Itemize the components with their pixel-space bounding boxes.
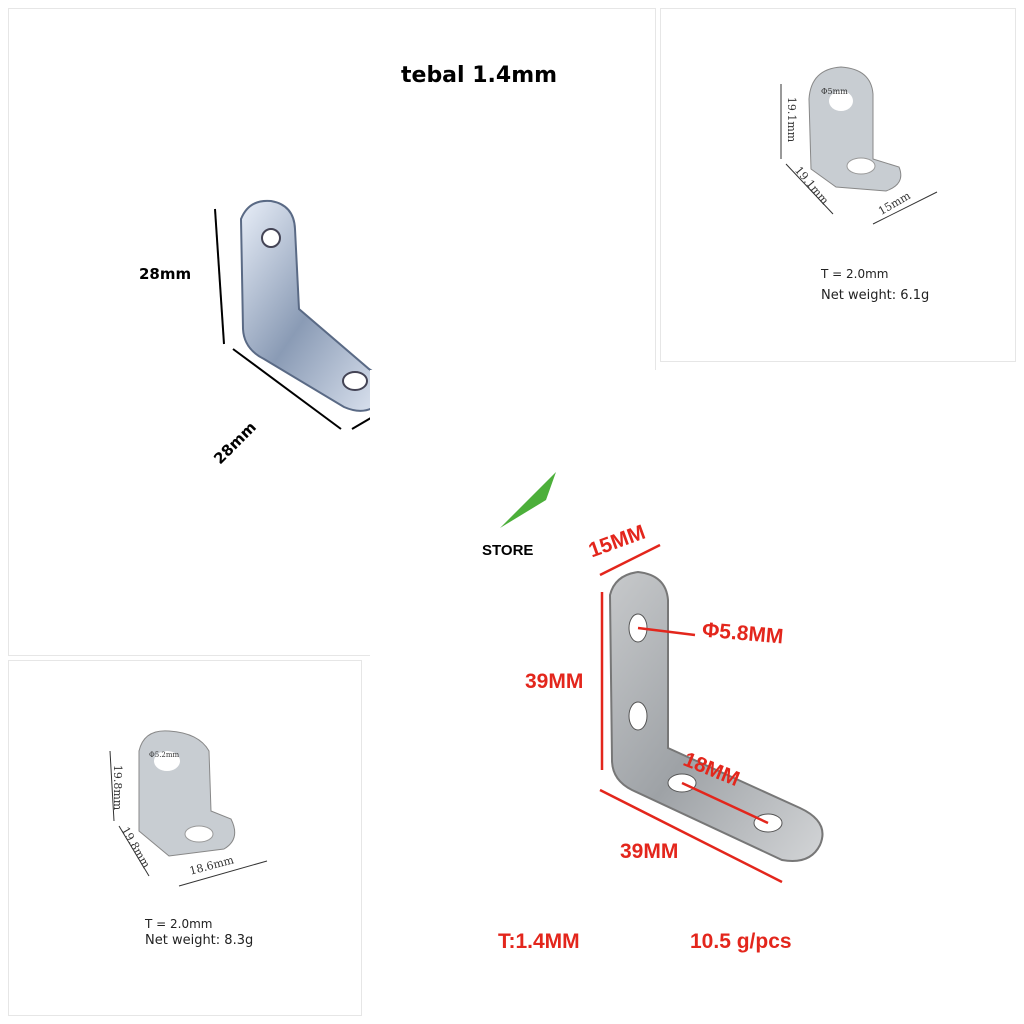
- bracket-drawing-19-8mm: [109, 730, 268, 887]
- length-label: 39MM: [620, 840, 679, 863]
- product-image-top-right: Φ5mm 19.1mm 19.1mm 15mm T = 2.0mm Net we…: [660, 8, 1016, 362]
- product-image-bottom-left: Φ5.2mm 19.8mm 19.8mm 18.6mm T = 2.0mm Ne…: [8, 660, 362, 1016]
- thickness-title: tebal 1.4mm: [401, 63, 558, 88]
- thickness-spec: T = 2.0mm: [145, 917, 213, 931]
- store-label: STORE: [482, 542, 534, 559]
- height-label: 19.8mm: [111, 764, 125, 811]
- product-image-top-left: tebal 1.4mm 28mm 28mm 12mm: [8, 8, 656, 656]
- thickness-spec: T = 2.0mm: [821, 267, 889, 281]
- height-label: 28mm: [139, 265, 192, 283]
- weight-spec: 10.5 g/pcs: [690, 930, 792, 953]
- bracket-drawing-28mm: [214, 199, 418, 430]
- hole-label: Φ5.2mm: [149, 751, 180, 759]
- hole-label: Φ5mm: [821, 87, 848, 96]
- bracket-drawing-39mm: [500, 472, 824, 884]
- height-label: 19.1mm: [785, 96, 799, 143]
- bracket-drawing-19mm: [780, 66, 938, 225]
- thickness-spec: T:1.4MM: [498, 930, 580, 953]
- weight-spec: Net weight: 6.1g: [821, 288, 930, 303]
- height-label: 39MM: [525, 670, 584, 693]
- store-logo-icon: [500, 472, 556, 528]
- product-image-bottom-right: STORE 15MM Φ5.8MM 39MM 18MM 39MM T:1.4MM…: [370, 370, 1016, 1016]
- weight-spec: Net weight: 8.3g: [145, 933, 254, 948]
